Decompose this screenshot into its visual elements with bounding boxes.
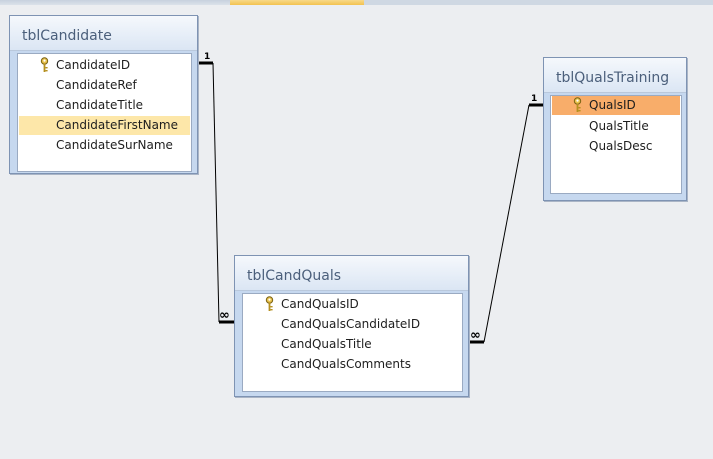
field-row[interactable]: CandidateID <box>19 56 190 75</box>
table-tblQualsTraining[interactable]: tblQualsTraining QualsID QualsTitle Qual… <box>543 57 687 201</box>
top-tab-strip <box>0 0 713 5</box>
field-label: CandidateSurName <box>56 138 173 152</box>
active-tab[interactable] <box>230 0 364 5</box>
field-label: QualsDesc <box>589 139 653 153</box>
cardinality-many: ∞ <box>470 328 481 343</box>
key-icon <box>40 57 49 72</box>
field-row-highlighted[interactable]: CandidateFirstName <box>19 116 190 135</box>
field-row[interactable]: QualsTitle <box>552 117 680 136</box>
key-icon <box>265 296 274 311</box>
field-row[interactable]: CandQualsComments <box>244 355 461 374</box>
field-row[interactable]: CandidateSurName <box>19 136 190 155</box>
field-label: CandQualsTitle <box>281 337 372 351</box>
field-row-selected[interactable]: QualsID <box>552 96 680 115</box>
table-tblCandQuals[interactable]: tblCandQuals CandQualsID CandQualsCandid… <box>234 255 469 397</box>
key-icon <box>573 97 582 112</box>
rel-line[interactable] <box>212 62 220 323</box>
table-title-bar[interactable]: tblCandQuals <box>235 256 468 291</box>
field-label: QualsTitle <box>589 119 649 133</box>
field-label: CandQualsComments <box>281 357 411 371</box>
field-list[interactable]: QualsID QualsTitle QualsDesc <box>550 95 682 194</box>
field-row[interactable]: CandQualsCandidateID <box>244 315 461 334</box>
table-title-bar[interactable]: tblQualsTraining <box>544 58 686 93</box>
rel-line[interactable] <box>483 104 530 343</box>
cardinality-many: ∞ <box>219 308 230 323</box>
field-row[interactable]: CandidateRef <box>19 76 190 95</box>
field-row[interactable]: QualsDesc <box>552 137 680 156</box>
field-label: CandidateTitle <box>56 98 144 112</box>
field-label: CandidateID <box>56 58 131 72</box>
field-row[interactable]: CandQualsID <box>244 295 461 314</box>
field-row[interactable]: CandQualsTitle <box>244 335 461 354</box>
field-label: CandQualsCandidateID <box>281 317 421 331</box>
tab-strip-end <box>364 0 713 5</box>
field-label: CandQualsID <box>281 297 359 311</box>
field-list[interactable]: CandQualsID CandQualsCandidateID CandQua… <box>242 293 463 392</box>
table-title-bar[interactable]: tblCandidate <box>10 16 197 51</box>
table-title: tblQualsTraining <box>556 70 670 86</box>
field-label: QualsID <box>589 98 636 112</box>
field-list[interactable]: CandidateID CandidateRef CandidateTitle … <box>17 53 192 172</box>
table-title: tblCandQuals <box>247 268 342 284</box>
cardinality-one: 1 <box>531 94 538 104</box>
field-label: CandidateRef <box>56 78 137 92</box>
table-title: tblCandidate <box>22 28 112 44</box>
table-tblCandidate[interactable]: tblCandidate CandidateID CandidateRef Ca… <box>9 15 198 174</box>
field-label: CandidateFirstName <box>56 118 179 132</box>
field-row[interactable]: CandidateTitle <box>19 96 190 115</box>
cardinality-one: 1 <box>204 52 211 62</box>
